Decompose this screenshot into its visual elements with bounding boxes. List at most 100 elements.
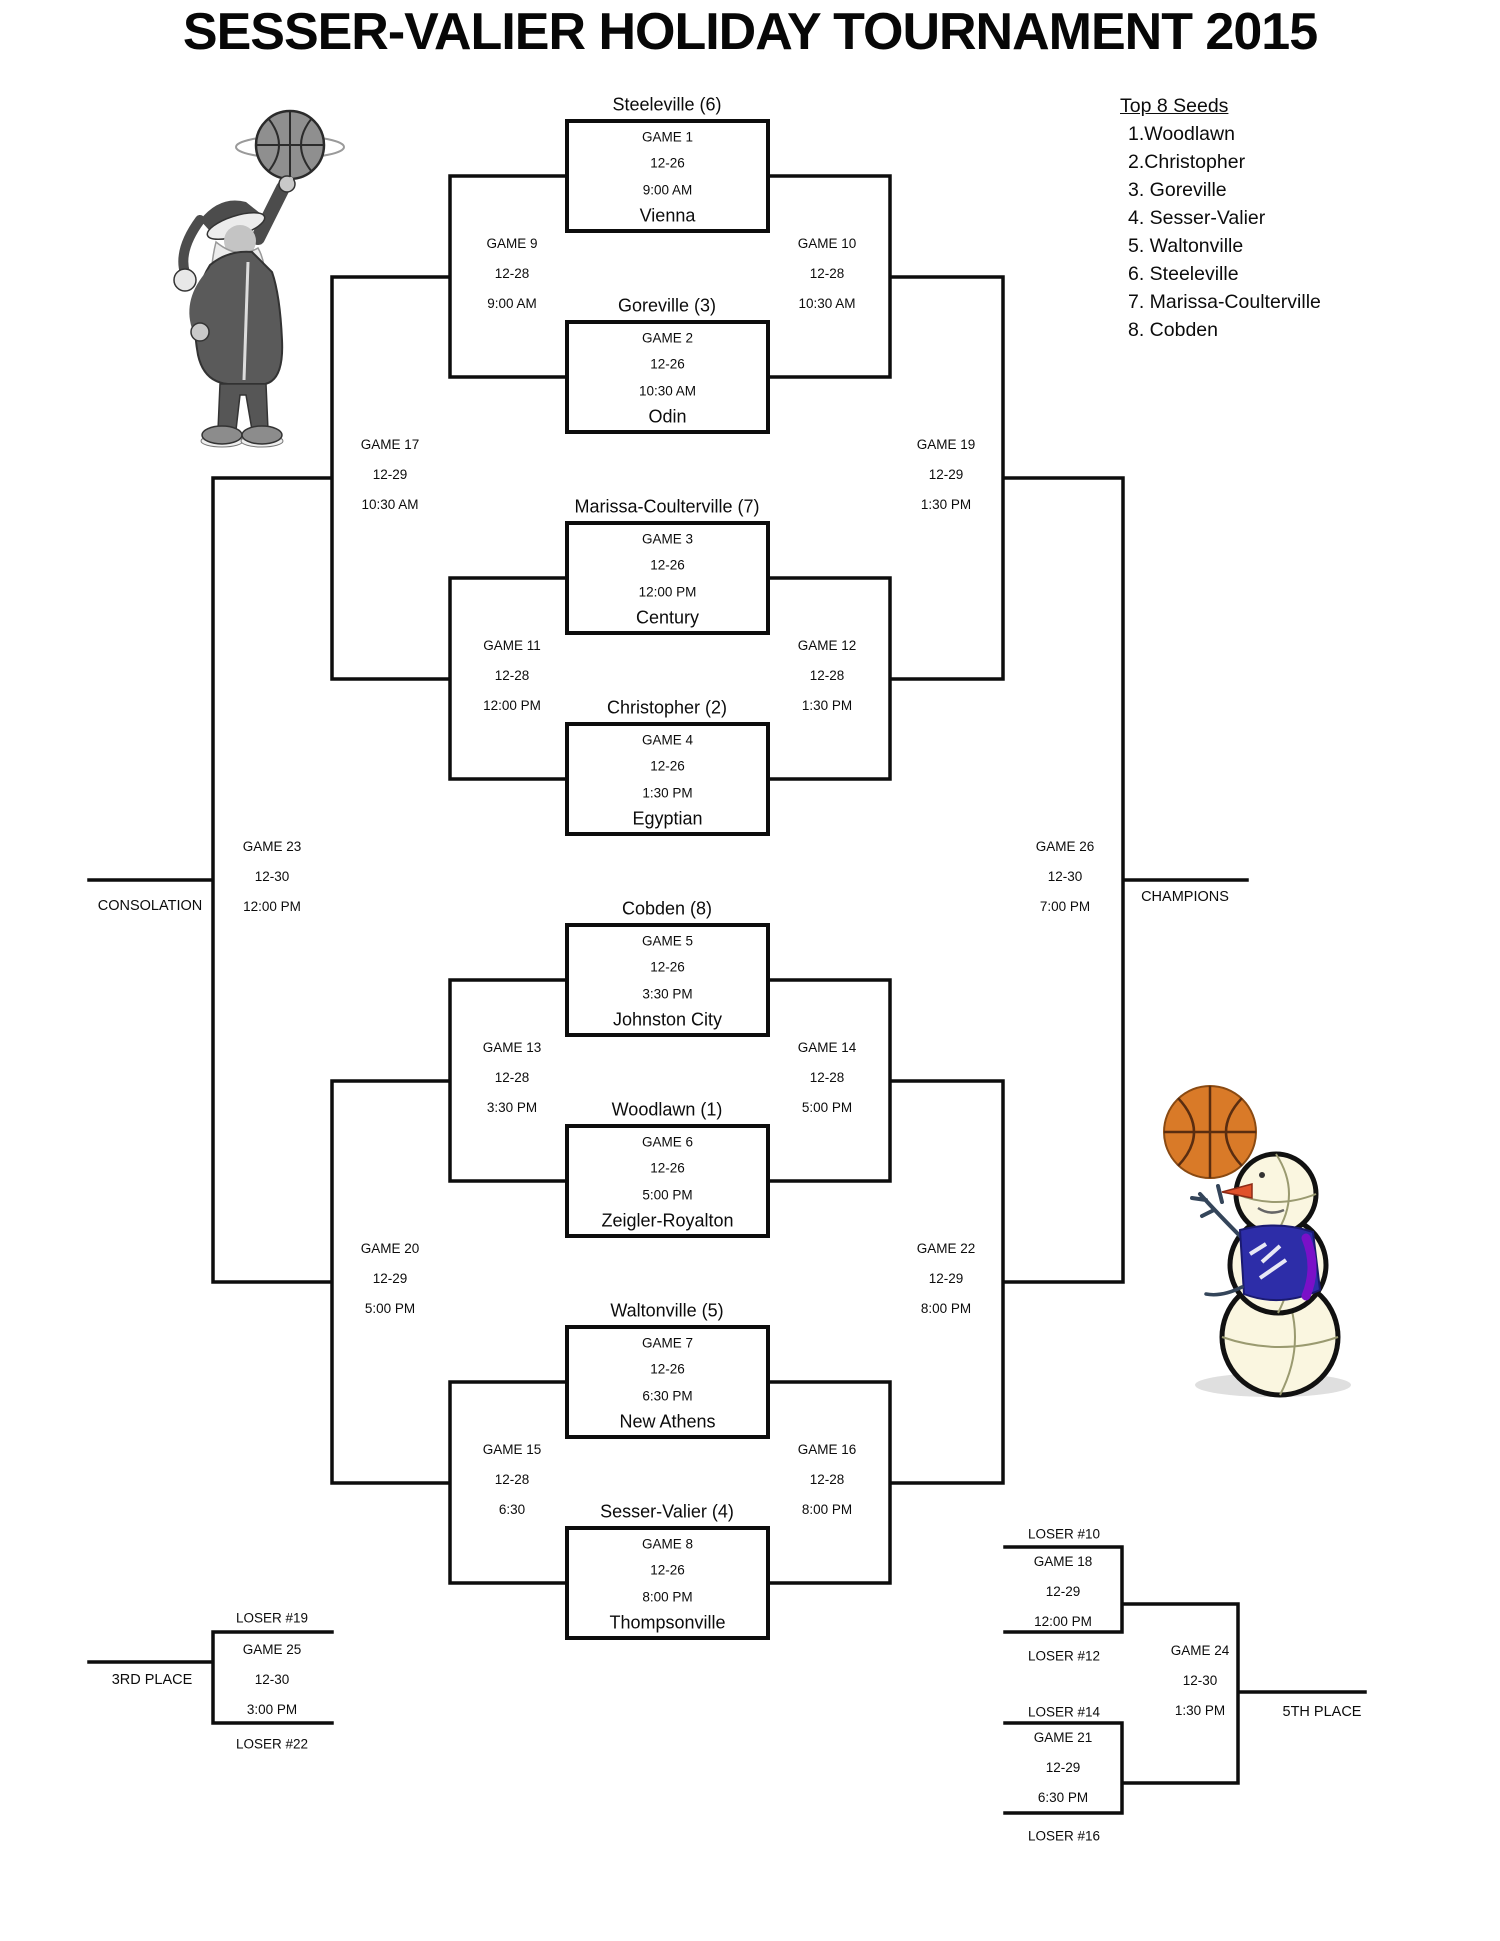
game-date: 12-28 [494,266,530,281]
game13-label: GAME 13 12-28 3:30 PM [483,1033,542,1123]
opponent-team: Vienna [639,205,696,226]
game-time: 7:00 PM [1039,899,1091,914]
game-time: 6:30 [498,1502,526,1517]
game-time: 5:00 PM [801,1100,853,1115]
game10-label: GAME 10 12-28 10:30 AM [798,229,857,319]
seed-item-8: 8. Cobden [1128,319,1218,341]
game6-seed-team: Woodlawn (1) [611,1099,723,1120]
seed-item-3: 3. Goreville [1128,179,1227,201]
game-time: 12:00 PM [1034,1614,1092,1629]
game-number: GAME 23 [242,839,302,854]
game8-box: GAME 8 12-26 8:00 PM Thompsonville [565,1526,770,1640]
game-number: GAME 10 [797,236,857,251]
page-title: SESSER-VALIER HOLIDAY TOURNAMENT 2015 [182,3,1318,61]
game-date: 12-29 [928,1271,964,1286]
opponent-team: Century [635,607,700,628]
game26-label: GAME 26 12-30 7:00 PM [1036,832,1095,922]
game-number: GAME 21 [1033,1730,1093,1745]
game25-label: GAME 25 12-30 3:00 PM [243,1635,302,1725]
game-time: 8:00 PM [920,1301,972,1316]
champions-label: CHAMPIONS [1141,889,1229,905]
seed-item-7: 7. Marissa-Coulterville [1128,291,1321,313]
game2-box: GAME 2 12-26 10:30 AM Odin [565,320,770,434]
game11-label: GAME 11 12-28 12:00 PM [483,631,541,721]
loser-16-label: LOSER #16 [1027,1828,1101,1844]
game-number: GAME 5 [641,933,693,949]
game12-label: GAME 12 12-28 1:30 PM [798,631,857,721]
game-time: 10:30 AM [638,383,697,399]
seed-item-2: 2.Christopher [1128,151,1246,173]
game-time: 3:30 PM [486,1100,538,1115]
game3-seed-team: Marissa-Coulterville (7) [574,496,760,517]
game17-label: GAME 17 12-29 10:30 AM [361,430,420,520]
game-time: 1:30 PM [801,698,853,713]
loser-19-label: LOSER #19 [235,1610,309,1626]
game-number: GAME 1 [641,129,693,145]
opponent-team: Johnston City [612,1009,723,1030]
game1-box: GAME 1 12-26 9:00 AM Vienna [565,119,770,233]
loser-12-label: LOSER #12 [1027,1648,1101,1664]
game-number: GAME 15 [482,1442,542,1457]
game-time: 9:00 AM [642,182,693,198]
game-time: 3:30 PM [642,986,693,1002]
game-date: 12-26 [650,1562,685,1578]
game23-label: GAME 23 12-30 12:00 PM [243,832,302,922]
game-number: GAME 8 [641,1536,693,1552]
seeds-heading: Top 8 Seeds [1120,95,1229,117]
game-date: 12-29 [372,1271,408,1286]
game-number: GAME 11 [483,638,541,653]
fifth-place-label: 5TH PLACE [1282,1704,1362,1720]
game-number: GAME 9 [486,236,538,251]
game-number: GAME 22 [916,1241,976,1256]
game-time: 12:00 PM [243,899,301,914]
game-number: GAME 16 [797,1442,857,1457]
game3-box: GAME 3 12-26 12:00 PM Century [565,521,770,635]
game-date: 12-28 [494,1472,530,1487]
game-number: GAME 17 [360,437,420,452]
game2-seed-team: Goreville (3) [617,295,717,316]
consolation-label: CONSOLATION [97,898,203,914]
game-number: GAME 13 [482,1040,542,1055]
game-time: 5:00 PM [364,1301,416,1316]
game-number: GAME 3 [641,531,693,547]
seed-item-1: 1.Woodlawn [1128,123,1235,145]
game9-label: GAME 9 12-28 9:00 AM [486,229,537,319]
seeds-panel: Top 8 Seeds 1.Woodlawn 2.Christopher 3. … [1120,92,1321,344]
game-time: 1:30 PM [1174,1703,1226,1718]
game-number: GAME 18 [1033,1554,1093,1569]
game-time: 12:00 PM [483,698,541,713]
game-date: 12-26 [650,1361,685,1377]
game18-label: GAME 18 12-29 12:00 PM [1034,1547,1093,1637]
opponent-team: Zeigler-Royalton [601,1210,734,1231]
game8-seed-team: Sesser-Valier (4) [600,1501,734,1522]
game-time: 1:30 PM [642,785,693,801]
game-date: 12-28 [494,668,530,683]
game-number: GAME 6 [641,1134,693,1150]
third-place-label: 3RD PLACE [111,1672,193,1688]
opponent-team: Egyptian [632,808,703,829]
game-time: 10:30 AM [798,296,856,311]
game-date: 12-30 [254,869,290,884]
game4-box: GAME 4 12-26 1:30 PM Egyptian [565,722,770,836]
game-date: 12-26 [650,356,685,372]
game-time: 1:30 PM [920,497,972,512]
game20-label: GAME 20 12-29 5:00 PM [361,1234,420,1324]
game-number: GAME 26 [1035,839,1095,854]
game-date: 12-26 [650,758,685,774]
game19-label: GAME 19 12-29 1:30 PM [917,430,976,520]
santa-basketball-illustration [173,109,345,448]
game-number: GAME 14 [797,1040,857,1055]
game-time: 3:00 PM [246,1702,298,1717]
game15-label: GAME 15 12-28 6:30 [483,1435,542,1525]
game22-label: GAME 22 12-29 8:00 PM [917,1234,976,1324]
game-date: 12-28 [809,1472,845,1487]
game-date: 12-30 [254,1672,290,1687]
game-time: 6:30 PM [1037,1790,1089,1805]
game-time: 8:00 PM [642,1589,693,1605]
game-time: 12:00 PM [638,584,697,600]
opponent-team: New Athens [619,1411,716,1432]
game-number: GAME 4 [641,732,693,748]
game-number: GAME 19 [916,437,976,452]
